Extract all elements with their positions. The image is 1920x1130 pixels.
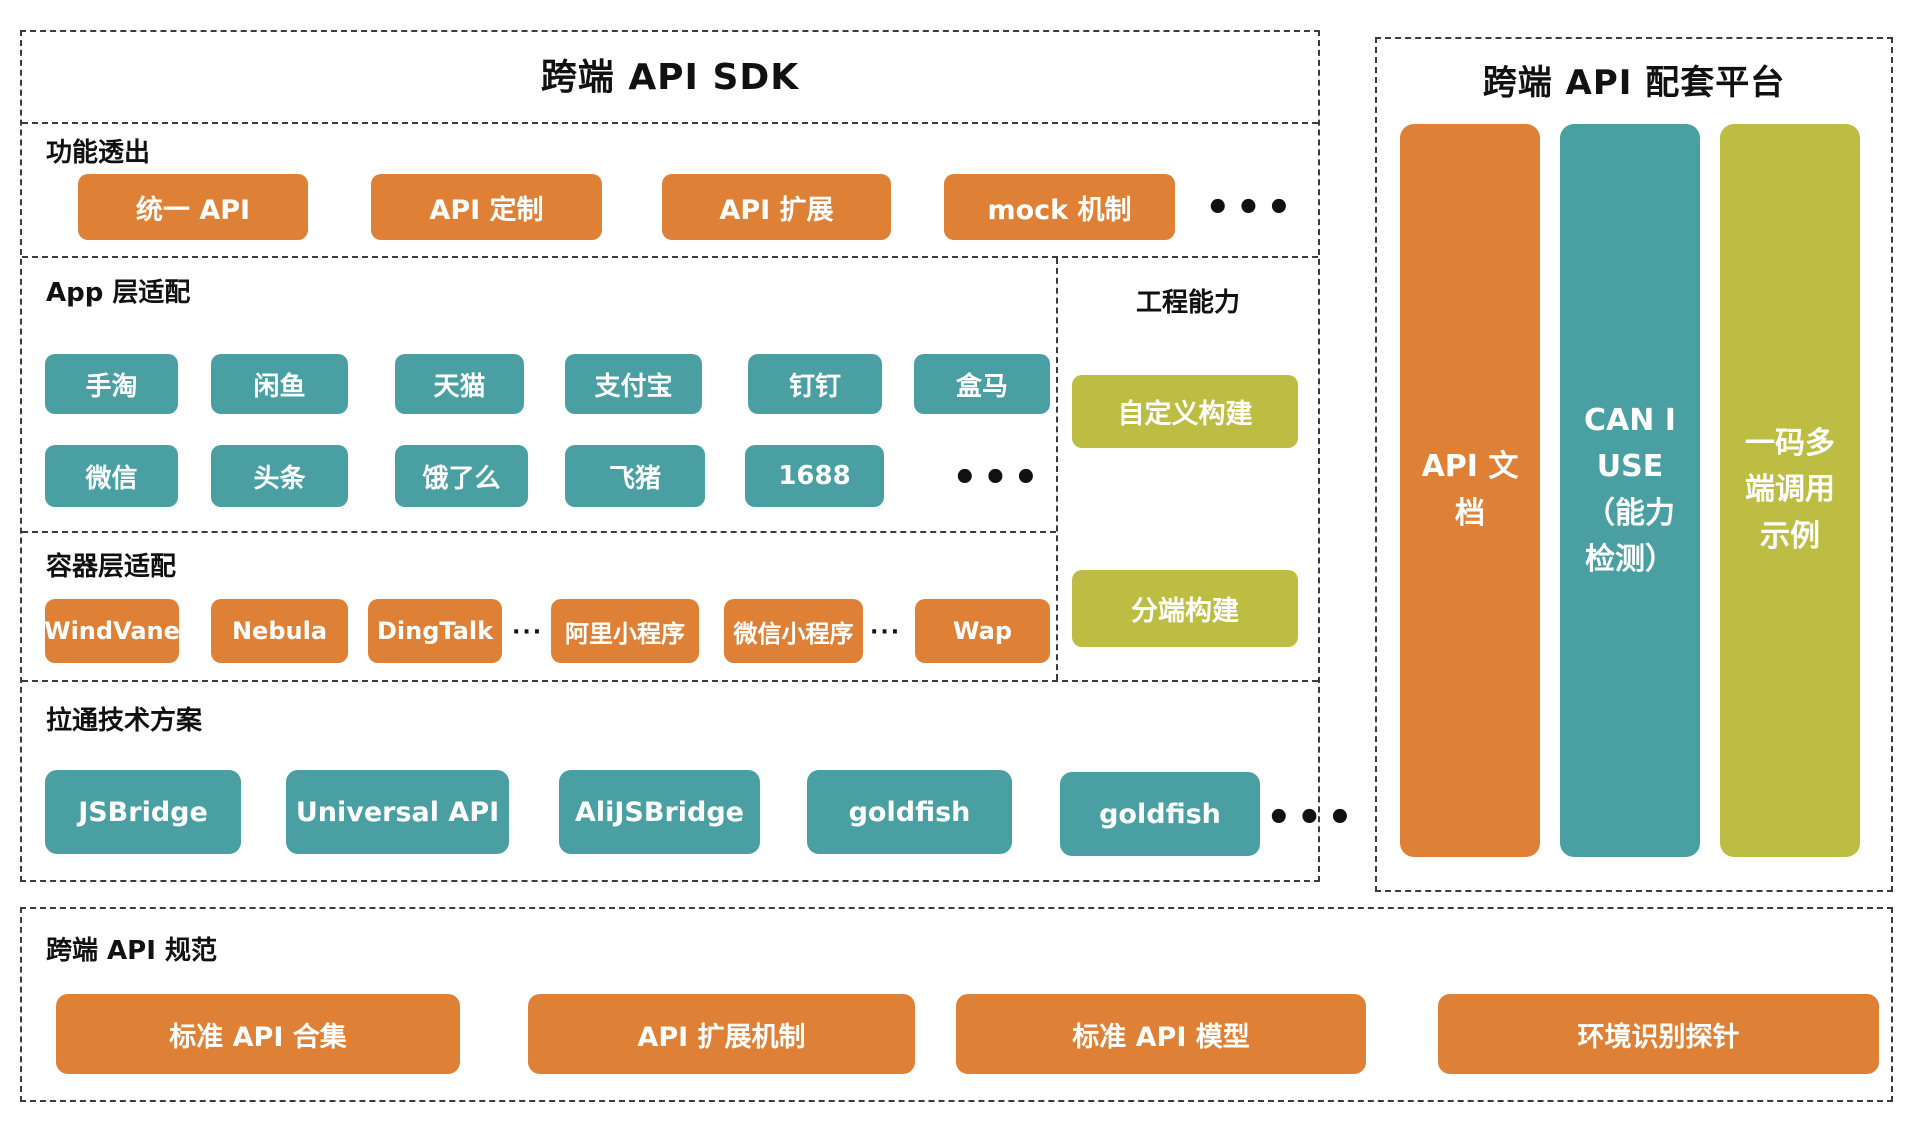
app-button-alipay: 支付宝 <box>565 354 702 414</box>
app-button-fliggy: 飞猪 <box>565 445 705 507</box>
spec-panel-label: 跨端 API 规范 <box>46 936 217 966</box>
app-button-tmall: 天猫 <box>395 354 524 414</box>
pillar-can-i-use: CAN I USE （能力 检测） <box>1560 124 1700 857</box>
bridge-section-label: 拉通技术方案 <box>46 706 203 736</box>
spec-button-api-extend-mechanism: API 扩展机制 <box>528 994 915 1074</box>
features-more-dots: ••• <box>1205 185 1297 231</box>
container-button-dingtalk: DingTalk <box>368 599 502 663</box>
container-button-ali-miniapp: 阿里小程序 <box>551 599 699 663</box>
bridge-button-goldfish-1: goldfish <box>807 770 1012 854</box>
container-dots-1: ··· <box>512 620 544 645</box>
feature-button-api-extend: API 扩展 <box>662 174 891 240</box>
container-dots-2: ··· <box>870 620 902 645</box>
container-layer-label: 容器层适配 <box>46 552 177 582</box>
app-button-shoutao: 手淘 <box>45 354 178 414</box>
app-button-xianyu: 闲鱼 <box>211 354 348 414</box>
spec-button-standard-api-model: 标准 API 模型 <box>956 994 1366 1074</box>
sdk-title-divider <box>22 122 1318 124</box>
middle-bottom-divider <box>22 680 1318 682</box>
spec-button-standard-api-set: 标准 API 合集 <box>56 994 460 1074</box>
platform-panel-box <box>1375 37 1893 892</box>
engineering-left-divider <box>1056 258 1058 680</box>
container-button-wap: Wap <box>915 599 1050 663</box>
container-button-nebula: Nebula <box>211 599 348 663</box>
bridge-more-dots: ••• <box>1266 795 1358 841</box>
bridge-button-jsbridge: JSBridge <box>45 770 241 854</box>
engineering-button-custom-build: 自定义构建 <box>1072 375 1298 448</box>
app-button-eleme: 饿了么 <box>395 445 528 507</box>
app-button-hema: 盒马 <box>914 354 1050 414</box>
feature-button-api-custom: API 定制 <box>371 174 602 240</box>
app-button-dingding: 钉钉 <box>748 354 882 414</box>
app-container-divider <box>22 531 1056 533</box>
container-button-wechat-miniapp: 微信小程序 <box>724 599 863 663</box>
engineering-button-split-build: 分端构建 <box>1072 570 1298 647</box>
spec-panel-box <box>20 907 1893 1102</box>
pillar-api-docs: API 文 档 <box>1400 124 1540 857</box>
container-button-windvane: WindVane <box>44 599 180 663</box>
bridge-button-universal-api: Universal API <box>286 770 509 854</box>
feature-button-unified-api: 统一 API <box>78 174 308 240</box>
bridge-button-goldfish-2: goldfish <box>1060 772 1260 856</box>
app-layer-label: App 层适配 <box>46 278 191 308</box>
sdk-panel-title: 跨端 API SDK <box>540 57 800 98</box>
platform-panel-title: 跨端 API 配套平台 <box>1482 63 1786 103</box>
engineering-label: 工程能力 <box>1135 288 1240 318</box>
app-button-1688: 1688 <box>745 445 884 507</box>
features-bottom-divider <box>22 256 1318 258</box>
pillar-multi-end-demo: 一码多 端调用 示例 <box>1720 124 1860 857</box>
features-section-label: 功能透出 <box>46 138 151 168</box>
bridge-button-alijsbridge: AliJSBridge <box>559 770 760 854</box>
feature-button-mock: mock 机制 <box>944 174 1175 240</box>
app-button-toutiao: 头条 <box>211 445 348 507</box>
spec-button-env-probe: 环境识别探针 <box>1438 994 1879 1074</box>
sdk-panel-box <box>20 30 1320 882</box>
app-layer-more-dots: ••• <box>952 455 1044 501</box>
app-button-wechat: 微信 <box>45 445 178 507</box>
